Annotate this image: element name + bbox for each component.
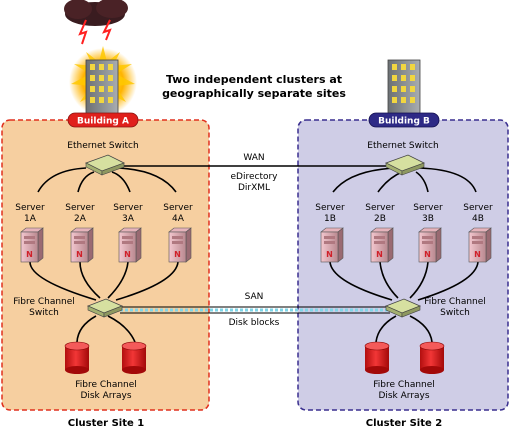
- wan-sub-2: DirXML: [238, 183, 270, 193]
- site-b-disk-label-2: Disk Arrays: [378, 391, 429, 401]
- site-b-fc-label-2: Switch: [440, 308, 470, 318]
- server-tower-icon: N: [70, 227, 94, 263]
- server-logo: N: [76, 250, 83, 259]
- server-id: 1A: [24, 214, 37, 224]
- server-id: 2B: [374, 214, 386, 224]
- site-a-ethernet-switch-icon: [84, 154, 126, 176]
- site-a-fc-label-1: Fibre Channel: [13, 297, 75, 307]
- site-a-disk-array-2-icon: [121, 341, 147, 374]
- site-b-fc-label-1: Fibre Channel: [424, 297, 486, 307]
- site-a-disk-label-2: Disk Arrays: [80, 391, 131, 401]
- server-label: Server: [413, 203, 443, 213]
- site-a-wiring: [29, 167, 179, 343]
- building-a-icon: [69, 46, 137, 118]
- server-tower-icon: N: [370, 227, 394, 263]
- site-b-disk-array-2-icon: [419, 341, 445, 374]
- building-b-badge: Building B: [368, 112, 440, 128]
- server-logo: N: [174, 250, 181, 259]
- server-tower-icon: N: [118, 227, 142, 263]
- site-b-fc-switch-icon: [384, 298, 422, 318]
- server-id: 2A: [74, 214, 87, 224]
- server-tower-icon: N: [320, 227, 344, 263]
- site-b-ethernet-label: Ethernet Switch: [367, 141, 438, 151]
- wan-label: WAN: [243, 153, 264, 163]
- server-logo: N: [424, 250, 431, 259]
- server-label: Server: [463, 203, 493, 213]
- site-b-disk-array-1-icon: [364, 341, 390, 374]
- site-a-region: [1, 119, 210, 411]
- server-logo: N: [26, 250, 33, 259]
- title-line-2: geographically separate sites: [162, 87, 346, 100]
- site-a-disk-array-1-icon: [64, 341, 90, 374]
- server-label: Server: [113, 203, 143, 213]
- san-sub: Disk blocks: [229, 318, 280, 328]
- svg-text:Building B: Building B: [378, 117, 430, 127]
- server-label: Server: [315, 203, 345, 213]
- site-b-caption: Cluster Site 2: [366, 418, 442, 429]
- title-line-1: Two independent clusters at: [166, 73, 342, 86]
- building-b-icon: [387, 59, 421, 118]
- server-logo: N: [326, 250, 333, 259]
- server-tower-icon: N: [468, 227, 492, 263]
- server-id: 4A: [172, 214, 185, 224]
- wan-sub-1: eDirectory: [230, 172, 278, 182]
- site-a-caption: Cluster Site 1: [68, 418, 144, 429]
- site-b-disk-label-1: Fibre Channel: [373, 380, 435, 390]
- site-b-ethernet-switch-icon: [384, 154, 426, 176]
- server-label: Server: [15, 203, 45, 213]
- site-a-ethernet-label: Ethernet Switch: [67, 141, 138, 151]
- site-a-disk-label-1: Fibre Channel: [75, 380, 137, 390]
- server-id: 3A: [122, 214, 135, 224]
- building-a-badge: Building A: [67, 112, 139, 128]
- site-a-fc-label-2: Switch: [29, 308, 59, 318]
- server-label: Server: [163, 203, 193, 213]
- server-id: 1B: [324, 214, 336, 224]
- server-logo: N: [124, 250, 131, 259]
- san-link: [120, 306, 390, 314]
- site-a-fc-switch-icon: [86, 298, 124, 318]
- server-tower-icon: N: [418, 227, 442, 263]
- server-id: 4B: [472, 214, 484, 224]
- server-id: 3B: [422, 214, 434, 224]
- server-tower-icon: N: [168, 227, 192, 263]
- server-logo: N: [376, 250, 383, 259]
- server-logo: N: [474, 250, 481, 259]
- server-label: Server: [65, 203, 95, 213]
- svg-text:Building A: Building A: [77, 117, 129, 127]
- server-tower-icon: N: [20, 227, 44, 263]
- san-label: SAN: [245, 292, 264, 302]
- server-label: Server: [365, 203, 395, 213]
- storm-cloud-icon: [64, 0, 128, 45]
